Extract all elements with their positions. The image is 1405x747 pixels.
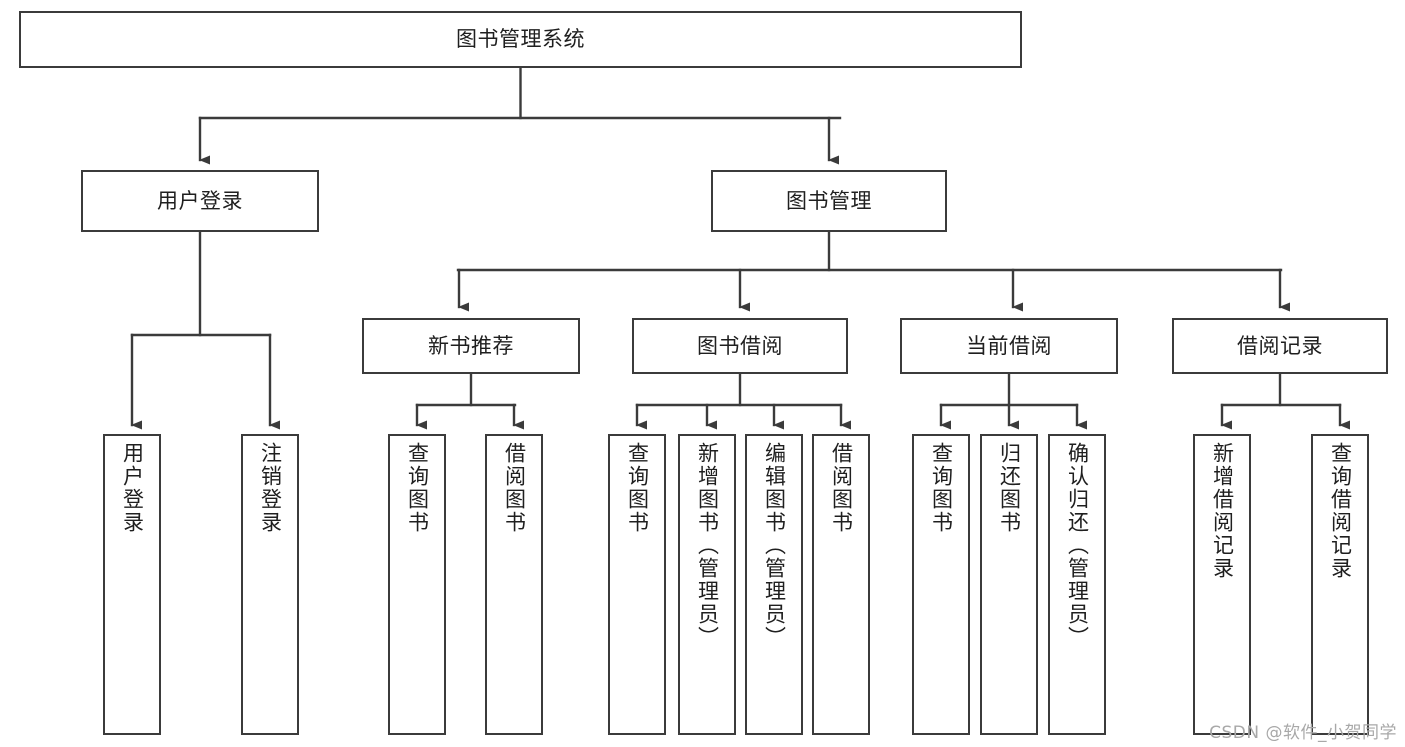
node-label: 查询借阅记录 bbox=[1328, 442, 1353, 580]
leaf-user-login-logout[interactable]: 注销登录 bbox=[241, 434, 299, 735]
leaf-borrow-borrow-book[interactable]: 借阅图书 bbox=[812, 434, 870, 735]
leaf-current-query[interactable]: 查询图书 bbox=[912, 434, 970, 735]
node-label: 图书管理 bbox=[786, 188, 872, 213]
node-label: 编辑图书（管理员） bbox=[762, 442, 787, 649]
leaf-new-book-borrow[interactable]: 借阅图书 bbox=[485, 434, 543, 735]
node-label: 查询图书 bbox=[625, 442, 650, 534]
node-borrow-record[interactable]: 借阅记录 bbox=[1172, 318, 1388, 374]
node-user-login[interactable]: 用户登录 bbox=[81, 170, 319, 232]
node-label: 图书管理系统 bbox=[456, 27, 585, 52]
node-book-management[interactable]: 图书管理 bbox=[711, 170, 947, 232]
node-book-borrow[interactable]: 图书借阅 bbox=[632, 318, 848, 374]
node-label: 当前借阅 bbox=[966, 333, 1052, 358]
node-label: 借阅图书 bbox=[502, 442, 527, 534]
watermark: CSDN @软件_小贺同学 bbox=[1209, 723, 1397, 743]
node-label: 新增借阅记录 bbox=[1210, 442, 1235, 580]
node-label: 确认归还（管理员） bbox=[1065, 442, 1090, 649]
node-label: 查询图书 bbox=[405, 442, 430, 534]
leaf-borrow-query[interactable]: 查询图书 bbox=[608, 434, 666, 735]
leaf-user-login-login[interactable]: 用户登录 bbox=[103, 434, 161, 735]
node-current-borrow[interactable]: 当前借阅 bbox=[900, 318, 1118, 374]
node-new-book-recommend[interactable]: 新书推荐 bbox=[362, 318, 580, 374]
node-label: 新书推荐 bbox=[428, 333, 514, 358]
node-label: 新增图书（管理员） bbox=[695, 442, 720, 649]
leaf-new-book-query[interactable]: 查询图书 bbox=[388, 434, 446, 735]
node-label: 查询图书 bbox=[929, 442, 954, 534]
node-label: 图书借阅 bbox=[697, 333, 783, 358]
leaf-current-return[interactable]: 归还图书 bbox=[980, 434, 1038, 735]
leaf-current-confirm-return-admin[interactable]: 确认归还（管理员） bbox=[1048, 434, 1106, 735]
node-root-system[interactable]: 图书管理系统 bbox=[19, 11, 1022, 68]
node-label: 借阅记录 bbox=[1237, 333, 1323, 358]
node-label: 用户登录 bbox=[120, 442, 145, 534]
node-label: 用户登录 bbox=[157, 188, 243, 213]
leaf-borrow-add-book-admin[interactable]: 新增图书（管理员） bbox=[678, 434, 736, 735]
node-label: 借阅图书 bbox=[829, 442, 854, 534]
leaf-record-query[interactable]: 查询借阅记录 bbox=[1311, 434, 1369, 735]
node-label: 注销登录 bbox=[258, 442, 283, 534]
leaf-record-add[interactable]: 新增借阅记录 bbox=[1193, 434, 1251, 735]
leaf-borrow-edit-book-admin[interactable]: 编辑图书（管理员） bbox=[745, 434, 803, 735]
node-label: 归还图书 bbox=[997, 442, 1022, 534]
